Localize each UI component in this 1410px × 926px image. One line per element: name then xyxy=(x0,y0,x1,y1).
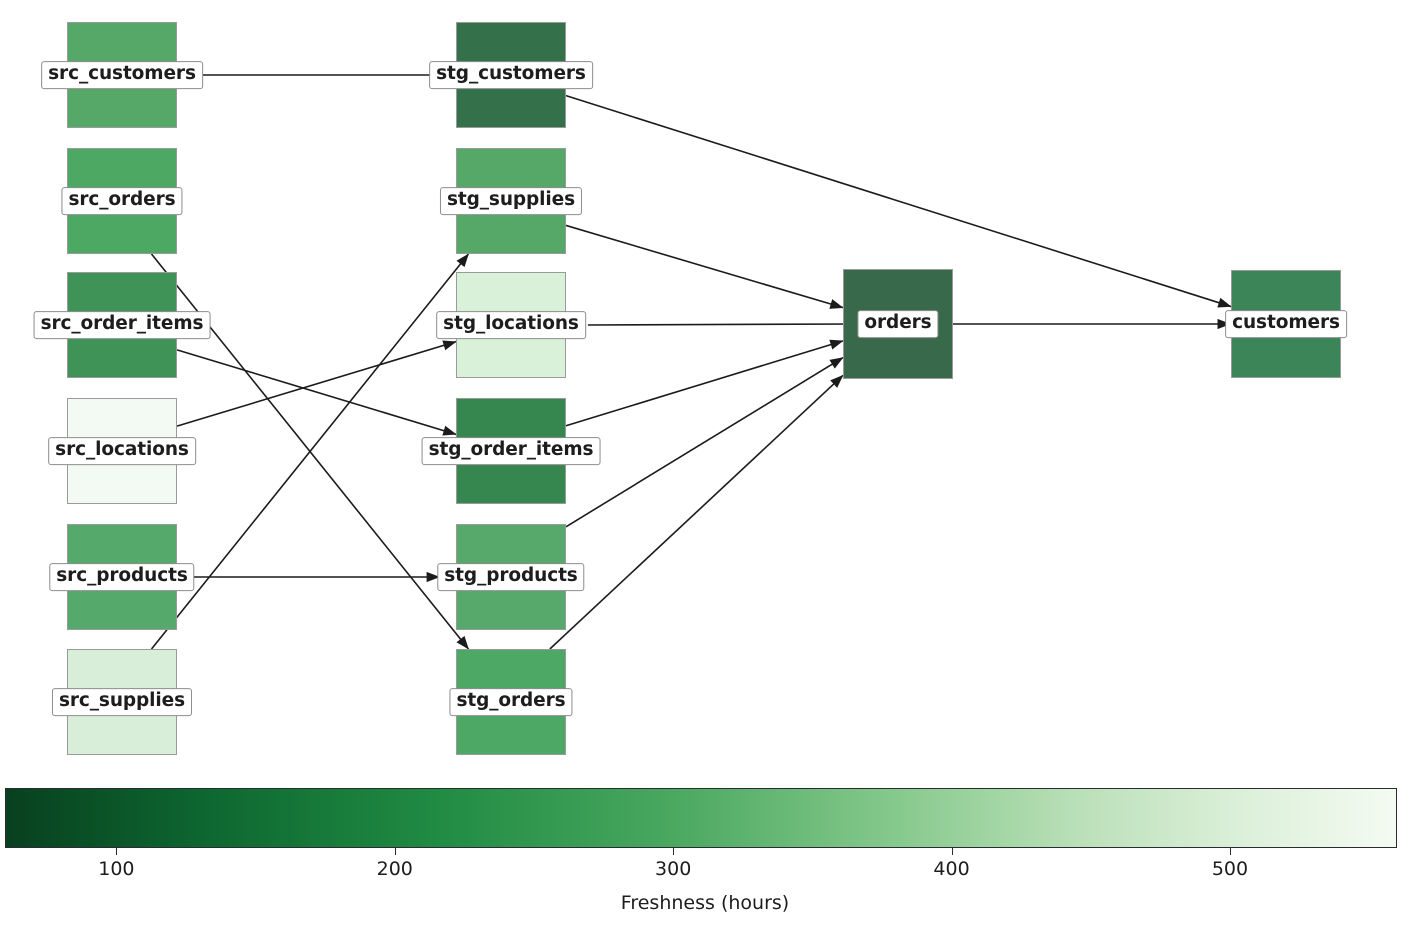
node-label-orders: orders xyxy=(857,310,939,338)
edge-layer xyxy=(150,74,1232,650)
edge-stg_products-to-orders xyxy=(565,356,844,528)
node-label-stg_products: stg_products xyxy=(437,563,585,591)
colorbar-tick-label-400: 400 xyxy=(933,858,970,880)
colorbar-tick-300 xyxy=(673,848,675,855)
colorbar-tick-label-100: 100 xyxy=(98,858,135,880)
node-label-stg_locations: stg_locations xyxy=(436,311,586,339)
colorbar-tick-label-200: 200 xyxy=(376,858,413,880)
edge-stg_orders-to-orders xyxy=(549,374,844,650)
colorbar-tick-500 xyxy=(1229,848,1231,855)
colorbar-tick-200 xyxy=(394,848,396,855)
node-label-stg_customers: stg_customers xyxy=(429,61,593,89)
colorbar-panel: 100 200 300 400 500 Freshness (hours) xyxy=(0,780,1410,926)
node-label-stg_supplies: stg_supplies xyxy=(439,187,583,215)
edge-src_order_items-to-stg_order_items xyxy=(176,349,457,436)
edges-group xyxy=(150,74,1232,650)
node-label-stg_order_items: stg_order_items xyxy=(421,437,601,465)
colorbar-tick-label-300: 300 xyxy=(655,858,692,880)
node-label-customers: customers xyxy=(1225,310,1347,338)
edge-stg_supplies-to-orders xyxy=(565,224,844,309)
edge-src_locations-to-stg_locations xyxy=(176,340,457,427)
node-label-stg_orders: stg_orders xyxy=(449,688,573,716)
colorbar-axis-label: Freshness (hours) xyxy=(620,892,790,914)
edge-stg_locations-to-orders xyxy=(587,318,859,330)
node-label-src_order_items: src_order_items xyxy=(33,311,211,339)
node-label-src_locations: src_locations xyxy=(48,437,196,465)
freshness-colorbar[interactable] xyxy=(5,788,1397,848)
edge-stg_order_items-to-orders xyxy=(565,339,844,427)
edge-stg_customers-to-customers xyxy=(565,94,1232,308)
colorbar-tick-100 xyxy=(116,848,118,855)
colorbar-tick-label-500: 500 xyxy=(1211,858,1249,880)
node-label-src_customers: src_customers xyxy=(41,61,203,89)
edge-src_supplies-to-stg_supplies xyxy=(150,253,470,650)
node-label-src_products: src_products xyxy=(49,563,195,591)
colorbar-tick-400 xyxy=(951,848,953,855)
node-label-src_supplies: src_supplies xyxy=(51,688,193,716)
node-label-src_orders: src_orders xyxy=(61,187,183,215)
